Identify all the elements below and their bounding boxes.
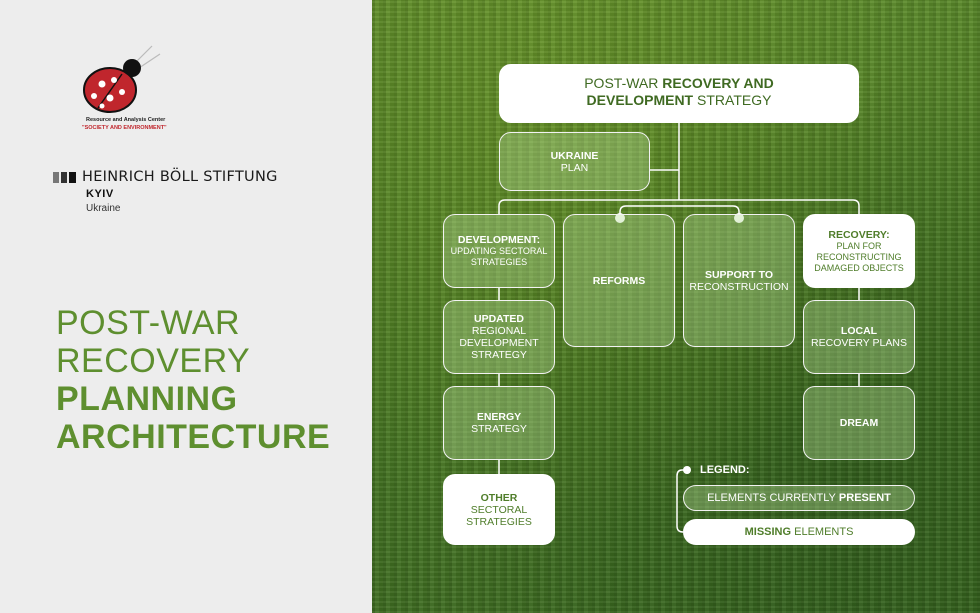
updated-regional-normal: REGIONAL DEVELOPMENT STRATEGY	[459, 325, 539, 361]
updated-regional-bold: UPDATED	[474, 313, 524, 325]
legend-title: LEGEND:	[700, 464, 750, 476]
local-recovery-box: LOCAL RECOVERY PLANS	[803, 300, 915, 374]
hbs-country: Ukraine	[86, 203, 121, 214]
support-normal: RECONSTRUCTION	[689, 280, 789, 293]
other-bold: OTHER	[480, 491, 518, 504]
support-reconstruction-box: SUPPORT TO RECONSTRUCTION	[683, 214, 795, 347]
hbs-name: HEINRICH BÖLL STIFTUNG	[82, 169, 278, 185]
recovery-normal: PLAN FOR RECONSTRUCTING DAMAGED OBJECTS	[814, 240, 904, 273]
top-box-part-1: POST-WAR	[584, 75, 663, 91]
title-line-3: PLANNING	[56, 380, 238, 418]
title-line-1: POST-WAR	[56, 304, 241, 342]
energy-bold: ENERGY	[476, 411, 522, 423]
local-recovery-bold: LOCAL	[840, 325, 878, 337]
rac-name: Resource and Analysis Center	[86, 117, 166, 123]
updated-regional-box: UPDATED REGIONAL DEVELOPMENT STRATEGY	[443, 300, 555, 374]
development-box: DEVELOPMENT: UPDATING SECTORAL STRATEGIE…	[443, 214, 555, 288]
legend-present-normal: ELEMENTS CURRENTLY	[707, 492, 836, 504]
ukraine-plan-normal: PLAN	[560, 161, 589, 174]
ukraine-plan-bold: UKRAINE	[550, 149, 599, 162]
legend-present-bold: PRESENT	[838, 492, 891, 504]
dream-bold: DREAM	[839, 417, 879, 429]
ukraine-plan-box: UKRAINE PLAN	[499, 132, 650, 191]
legend-missing-normal: ELEMENTS	[794, 526, 854, 538]
hbs-logo-icon	[53, 172, 76, 183]
rac-motto: "SOCIETY AND ENVIRONMENT"	[82, 125, 167, 131]
title-line-2: RECOVERY	[56, 342, 251, 380]
energy-strategy-box: ENERGY STRATEGY	[443, 386, 555, 460]
hbs-city: KYIV	[86, 188, 114, 200]
top-box-part-4: STRATEGY	[693, 92, 772, 108]
recovery-bold: RECOVERY:	[828, 228, 890, 241]
reforms-bold: REFORMS	[592, 274, 646, 287]
energy-normal: STRATEGY	[471, 423, 527, 435]
title-line-4: ARCHITECTURE	[56, 418, 331, 456]
dream-box: DREAM	[803, 386, 915, 460]
other-sectoral-box: OTHER SECTORAL STRATEGIES	[443, 474, 555, 545]
recovery-development-strategy-box: POST-WAR RECOVERY AND DEVELOPMENT STRATE…	[499, 64, 859, 123]
top-box-part-3: DEVELOPMENT	[586, 92, 694, 108]
development-normal: UPDATING SECTORAL STRATEGIES	[450, 246, 548, 267]
ladybug-logo-icon	[83, 45, 161, 113]
development-bold: DEVELOPMENT:	[457, 234, 541, 246]
recovery-box: RECOVERY: PLAN FOR RECONSTRUCTING DAMAGE…	[803, 214, 915, 288]
support-bold: SUPPORT TO	[704, 268, 774, 281]
top-box-part-2: RECOVERY AND	[662, 75, 774, 91]
local-recovery-normal: RECOVERY PLANS	[811, 337, 907, 349]
reforms-box: REFORMS	[563, 214, 675, 347]
legend-present: ELEMENTS CURRENTLY PRESENT	[683, 485, 915, 511]
legend-missing-bold: MISSING	[744, 526, 792, 538]
legend-missing: MISSING ELEMENTS	[683, 519, 915, 545]
page-title: POST-WAR RECOVERY PLANNING ARCHITECTURE	[56, 304, 330, 456]
left-panel: Resource and Analysis Center "SOCIETY AN…	[0, 0, 372, 613]
other-normal: SECTORAL STRATEGIES	[466, 503, 532, 528]
